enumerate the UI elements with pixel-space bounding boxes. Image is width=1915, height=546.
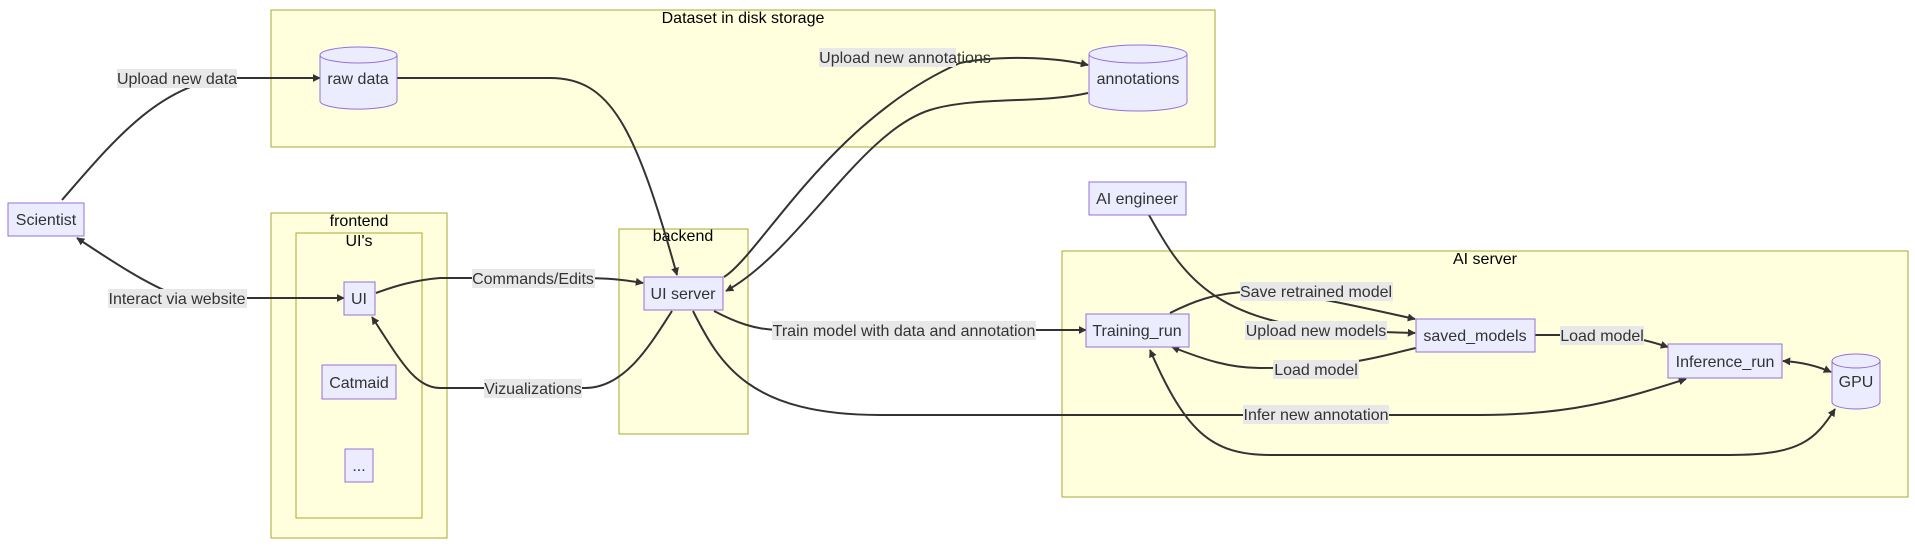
edge-gpu-training [1149, 349, 1836, 456]
node-ai-engineer-label: AI engineer [1096, 191, 1179, 208]
label-commands-edits-text: Commands/Edits [472, 271, 594, 288]
label-upload-new-data-text: Upload new data [117, 71, 237, 88]
node-annotations-label: annotations [1097, 71, 1180, 88]
label-upload-new-annotations-text: Upload new annotations [819, 50, 991, 67]
node-ui-label: UI [351, 291, 367, 308]
label-commands-edits: Commands/Edits [472, 269, 595, 288]
label-load-model-inference: Load model [1560, 326, 1644, 345]
node-scientist-label: Scientist [16, 212, 77, 229]
edge-annotations-to-server [725, 92, 1089, 292]
node-raw-data-label: raw data [327, 71, 388, 88]
edge-upload-new-annotations [723, 56, 1089, 278]
label-upload-new-models: Upload new models [1245, 321, 1387, 340]
node-catmaid: Catmaid [321, 364, 397, 400]
edge-labels: Upload new data Interact via website Com… [108, 48, 1644, 424]
label-save-retrained-model-text: Save retrained model [1240, 284, 1392, 301]
node-ai-engineer: AI engineer [1088, 181, 1187, 216]
node-training-run-label: Training_run [1092, 323, 1181, 340]
label-infer-new-annotation-text: Infer new annotation [1244, 407, 1389, 424]
node-ellipsis: ... [344, 448, 374, 483]
label-infer-new-annotation: Infer new annotation [1243, 405, 1389, 424]
node-ui: UI [343, 281, 376, 316]
cluster-frontend-title: frontend [330, 213, 389, 230]
edge-commands-edits [375, 277, 644, 294]
node-raw-data: raw data [319, 46, 398, 110]
label-interact-via-website-text: Interact via website [109, 291, 246, 308]
node-ui-server-label: UI server [651, 286, 717, 303]
label-load-model-training: Load model [1273, 360, 1359, 379]
label-vizualizations-text: Vizualizations [484, 381, 582, 398]
edges [61, 56, 1836, 456]
node-ui-server: UI server [643, 276, 724, 311]
node-gpu: GPU [1831, 353, 1881, 410]
cluster-backend-title: backend [653, 228, 714, 245]
node-annotations: annotations [1088, 44, 1188, 112]
edge-vizualizations [371, 310, 673, 389]
label-train-model-text: Train model with data and annotation [773, 323, 1036, 340]
node-saved-models-label: saved_models [1423, 328, 1526, 345]
edge-raw-to-server [397, 77, 679, 276]
node-gpu-label: GPU [1839, 374, 1874, 391]
label-load-model-training-text: Load model [1274, 362, 1358, 379]
node-inference-run-label: Inference_run [1676, 354, 1775, 371]
cluster-uis-title: UI's [345, 233, 372, 250]
node-saved-models: saved_models [1415, 318, 1536, 353]
label-upload-new-models-text: Upload new models [1246, 323, 1387, 340]
label-save-retrained-model: Save retrained model [1240, 282, 1393, 301]
node-training-run: Training_run [1085, 313, 1190, 348]
node-inference-run: Inference_run [1667, 343, 1783, 379]
label-upload-new-annotations: Upload new annotations [819, 48, 991, 67]
label-vizualizations: Vizualizations [484, 379, 582, 398]
cluster-dataset-title: Dataset in disk storage [662, 10, 825, 27]
node-catmaid-label: Catmaid [329, 375, 389, 392]
label-upload-new-data: Upload new data [117, 69, 237, 88]
node-scientist: Scientist [7, 202, 85, 237]
cluster-backend: backend [618, 228, 749, 435]
label-interact-via-website: Interact via website [108, 289, 247, 308]
label-train-model: Train model with data and annotation [772, 321, 1036, 340]
label-load-model-inference-text: Load model [1560, 328, 1644, 345]
cluster-ai-server-title: AI server [1453, 251, 1518, 268]
node-ellipsis-label: ... [352, 458, 365, 475]
